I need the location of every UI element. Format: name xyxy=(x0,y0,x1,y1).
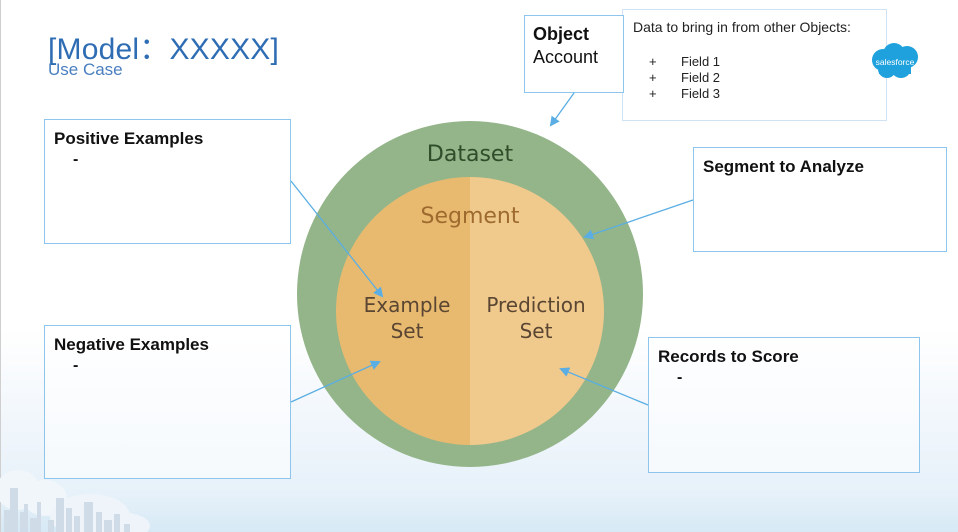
field-name: Field 2 xyxy=(681,70,721,85)
negative-examples-item: - xyxy=(73,357,79,374)
object-connector-arrow xyxy=(549,92,575,127)
positive-examples-box: Positive Examples - xyxy=(44,119,291,244)
prediction-set-label-line2: Set xyxy=(520,319,553,343)
slide-left-edge xyxy=(0,0,1,532)
segment-to-analyze-heading: Segment to Analyze xyxy=(703,157,864,176)
positive-examples-item: - xyxy=(73,151,79,168)
object-value: Account xyxy=(533,47,599,67)
object-box: Object Account xyxy=(524,15,624,93)
positive-examples-heading: Positive Examples xyxy=(54,129,204,148)
field-list-item: + Field 2 xyxy=(649,70,720,86)
plus-bullet-icon: + xyxy=(649,54,657,69)
prediction-set-label-line1: Prediction xyxy=(486,293,585,317)
page-title: [Model：XXXXX] xyxy=(48,33,280,66)
related-fields-list: + Field 1 + Field 2 + Field 3 xyxy=(649,54,720,102)
related-fields-title: Data to bring in from other Objects: xyxy=(633,19,851,35)
example-set-label-line2: Set xyxy=(391,319,424,343)
plus-bullet-icon: + xyxy=(649,86,657,101)
negative-examples-heading: Negative Examples xyxy=(54,335,209,354)
negative-connector-arrow xyxy=(290,360,381,403)
related-fields-box: Data to bring in from other Objects: + Fi… xyxy=(622,9,887,121)
records-to-score-heading: Records to Score xyxy=(658,347,799,366)
field-name: Field 3 xyxy=(681,86,721,101)
page-subtitle: Use Case xyxy=(48,60,123,79)
prediction-set-region xyxy=(470,177,604,445)
segment-to-analyze-box: Segment to Analyze xyxy=(693,147,947,252)
records-to-score-item: - xyxy=(677,369,683,386)
dataset-label: Dataset xyxy=(427,142,514,167)
segment-label: Segment xyxy=(421,204,520,229)
example-set-region xyxy=(336,177,470,445)
negative-examples-box: Negative Examples - xyxy=(44,325,291,479)
dataset-circle xyxy=(297,121,643,467)
object-heading: Object xyxy=(533,24,590,44)
salesforce-logo-text: salesforce xyxy=(876,57,915,67)
records-connector-arrow xyxy=(559,367,649,406)
example-set-label-line1: Example xyxy=(364,293,451,317)
segment-connector-arrow xyxy=(583,199,694,240)
field-name: Field 1 xyxy=(681,54,721,69)
records-to-score-box: Records to Score - xyxy=(648,337,920,473)
salesforce-cloud-icon: salesforce xyxy=(872,43,918,78)
plus-bullet-icon: + xyxy=(649,70,657,85)
city-skyline-decoration xyxy=(0,470,150,532)
field-list-item: + Field 1 xyxy=(649,54,720,70)
positive-connector-arrow xyxy=(290,180,384,298)
field-list-item: + Field 3 xyxy=(649,86,720,102)
